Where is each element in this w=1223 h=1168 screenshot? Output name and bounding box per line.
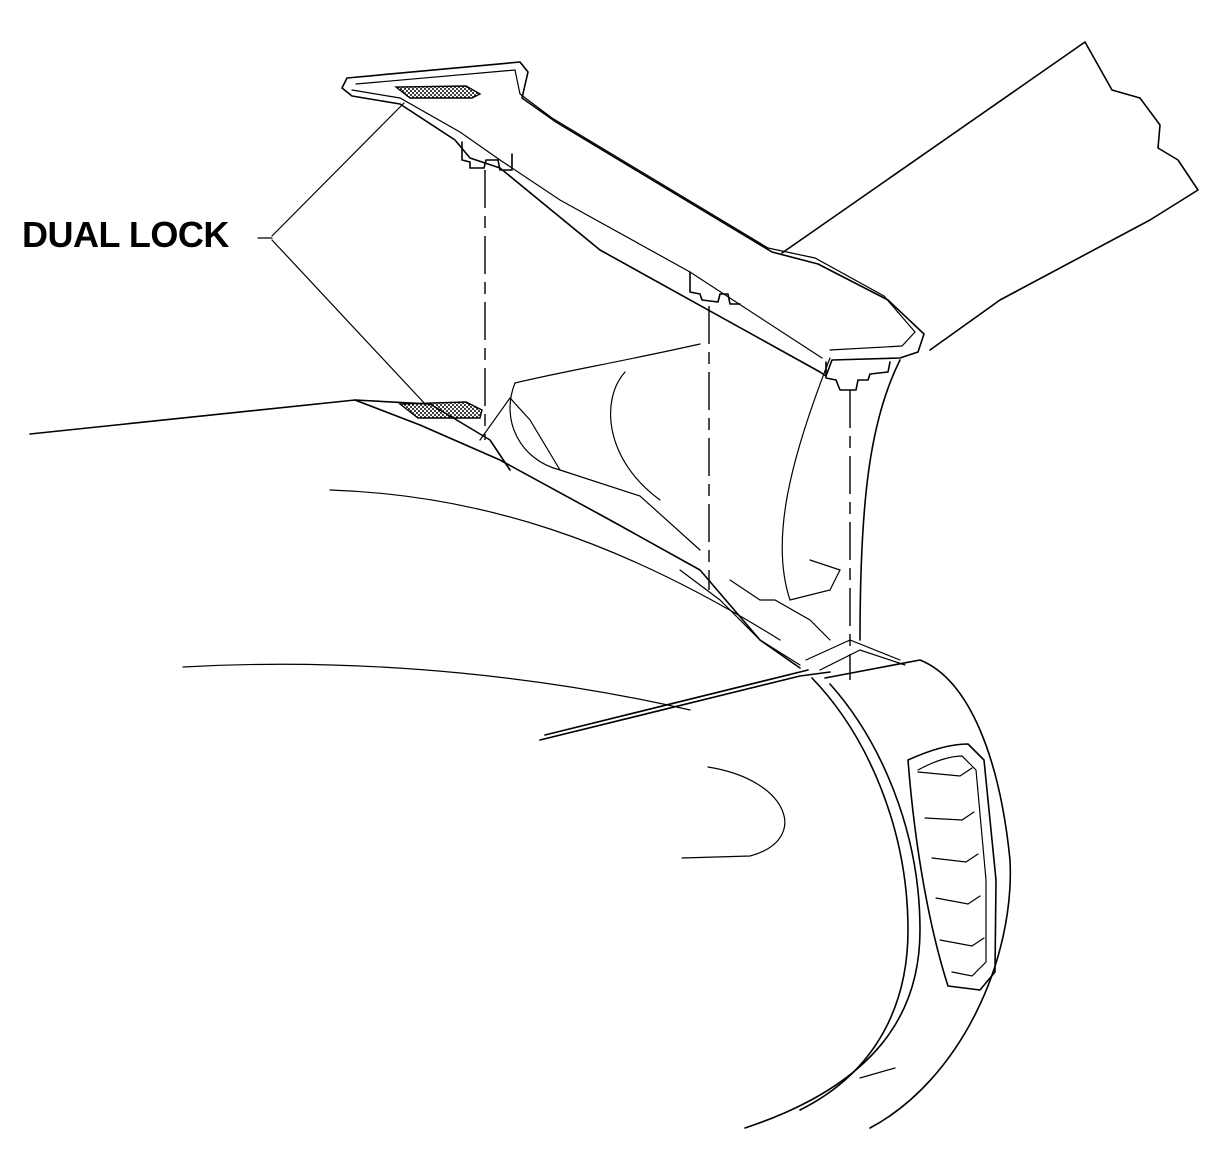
clip-3 bbox=[825, 361, 891, 391]
upper-dual-lock-pad bbox=[394, 85, 482, 99]
callout-leader-lines bbox=[257, 102, 427, 406]
side-air-vent bbox=[907, 743, 997, 991]
clip-2 bbox=[689, 271, 741, 305]
pillar-trim-panel bbox=[341, 61, 925, 391]
dual-lock-callout-label: DUAL LOCK bbox=[22, 214, 229, 255]
clip-1 bbox=[461, 141, 513, 171]
windshield-glass bbox=[781, 41, 1199, 351]
pillar-and-dash-structure bbox=[29, 343, 906, 671]
alignment-lines bbox=[484, 170, 851, 680]
instrument-panel bbox=[182, 489, 1012, 1129]
